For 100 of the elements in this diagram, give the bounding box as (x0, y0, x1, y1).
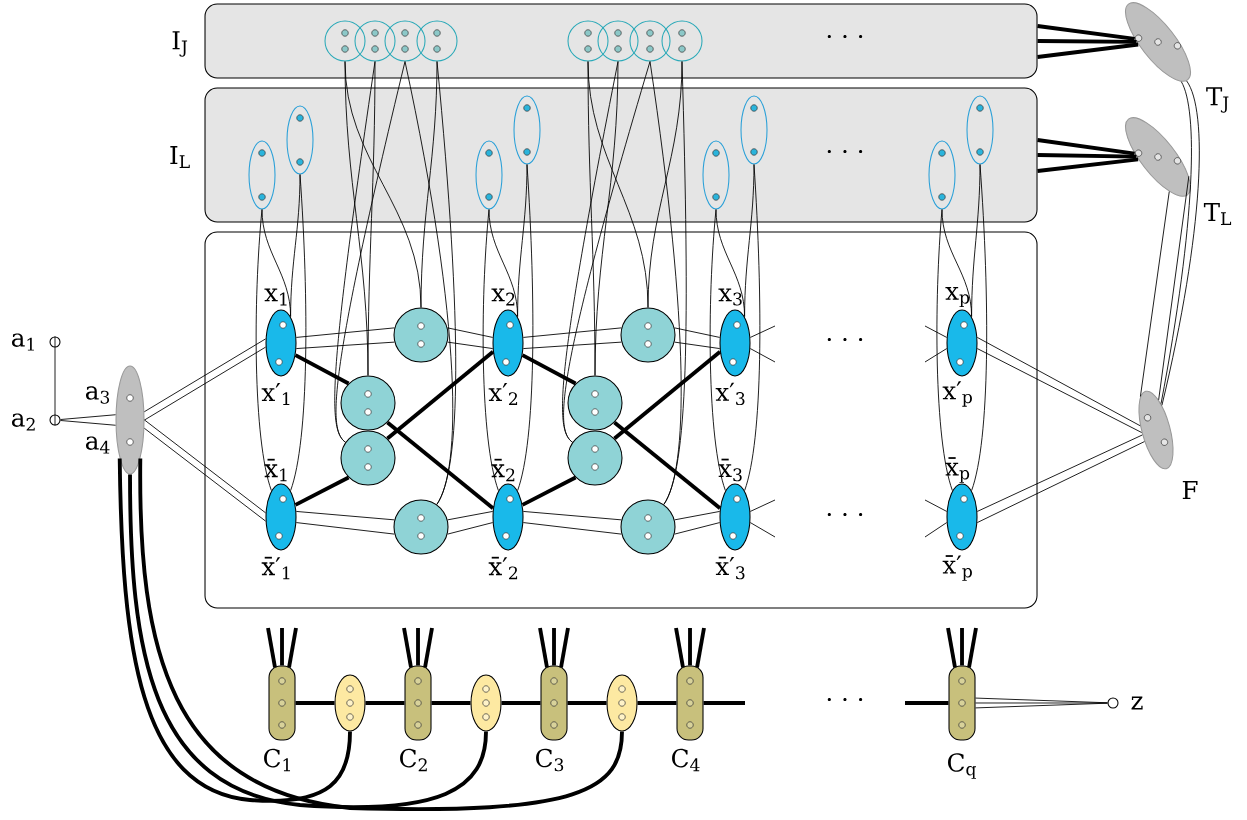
connector-line (522, 341, 622, 349)
vertex-label: a$_{2}$ (11, 413, 35, 431)
vertex-ring (597, 20, 639, 62)
connector-line (1158, 175, 1190, 401)
curved-connector (138, 458, 624, 811)
vertex-ring (629, 20, 671, 62)
ellipsis: · · · (827, 149, 863, 154)
connector-line (613, 350, 722, 441)
curved-connector (563, 61, 651, 443)
vertex-label: x̄′$_{1}$ (261, 556, 290, 580)
connector-line (447, 341, 494, 349)
vertex-label: F (1182, 481, 1198, 499)
connector-line (538, 627, 549, 668)
connector-line (447, 522, 494, 535)
connector-line (447, 511, 494, 521)
vertex-label: z (1131, 696, 1143, 710)
vertex-label: x$_{3}$ (718, 288, 742, 306)
connector-line (703, 701, 745, 705)
connector-line (1037, 24, 1135, 41)
connector-line (924, 522, 948, 538)
connector-line (674, 522, 721, 535)
clause-circle (340, 430, 396, 486)
curved-connector (335, 61, 406, 443)
ellipsis: · · · (827, 512, 863, 517)
connector-line (976, 348, 1143, 433)
connector-line (60, 414, 116, 420)
connector-line (1139, 191, 1170, 397)
vertex-label: T$_{J}$ (1206, 87, 1229, 113)
connector-line (431, 701, 471, 705)
connector-line (976, 434, 1143, 512)
curved-connector (367, 61, 376, 376)
vertex-label: x̄$_{p}$ (945, 457, 970, 483)
connector-line (976, 441, 1145, 523)
vertex-label: a$_{4}$ (85, 436, 110, 454)
connector-line (144, 346, 267, 421)
connector-line (521, 353, 577, 386)
vertex-label: x̄′$_{p}$ (942, 555, 972, 581)
connector-line (924, 325, 948, 338)
vertex-label: C$_{4}$ (672, 748, 700, 772)
vertex-label: x′$_{2}$ (488, 383, 518, 405)
vertex-label: T$_{L}$ (1203, 203, 1232, 225)
vertex-label: C$_{2}$ (400, 748, 427, 772)
curved-connector (255, 209, 272, 492)
vertex-label: x$_{p}$ (945, 286, 970, 308)
connector-line (1037, 42, 1139, 59)
connector-line (386, 350, 495, 441)
connector-line (295, 341, 395, 349)
clause-circle (620, 307, 676, 363)
vertex-label: x$_{2}$ (491, 288, 515, 306)
connector-line (975, 702, 1108, 709)
vertex-ellipse (513, 95, 541, 165)
vertex-ellipse (334, 674, 366, 732)
vertex-ellipse (928, 140, 956, 210)
connector-line (905, 701, 949, 705)
connector-line (749, 348, 776, 363)
connector-line (613, 420, 722, 510)
vertex-label: x̄′$_{3}$ (715, 556, 745, 580)
connector-line (960, 628, 964, 666)
vertex-label: x̄$_{3}$ (718, 458, 742, 482)
ellipsis: · · · (827, 34, 863, 39)
connector-line (674, 327, 721, 338)
connector-line (674, 511, 721, 521)
vertex-ring (384, 20, 426, 62)
vertex-ellipse (702, 140, 730, 210)
connector-line (287, 627, 298, 668)
curved-connector (290, 174, 307, 492)
clause-circle (340, 375, 396, 431)
vertex-label: I$_{J}$ (172, 31, 188, 57)
connector-line (295, 327, 395, 338)
curved-connector (117, 458, 352, 803)
connector-line (386, 420, 495, 510)
vertex-ellipse (740, 95, 768, 165)
vertex-ring (567, 20, 609, 62)
curved-connector (936, 209, 953, 492)
vertex-label: C$_{1}$ (264, 748, 290, 772)
connector-line (416, 628, 420, 666)
curved-connector (517, 164, 528, 318)
connector-line (976, 337, 1141, 427)
vertex-label: x′$_{p}$ (942, 381, 972, 407)
vertex-label: x̄$_{2}$ (491, 458, 515, 482)
curved-connector (744, 164, 761, 492)
curved-connector (709, 209, 726, 492)
vertex-ring (354, 20, 396, 62)
connector-line (695, 627, 706, 668)
curved-connector (647, 61, 683, 308)
curved-connector (128, 474, 488, 809)
curved-connector (436, 61, 457, 505)
curved-connector (420, 61, 438, 308)
connector-line (295, 701, 335, 705)
curved-connector (290, 174, 301, 318)
connector-line (1037, 39, 1137, 44)
vertex-ellipse (470, 674, 502, 732)
connector-line (295, 522, 395, 535)
vertex-label: x̄′$_{2}$ (488, 556, 518, 580)
connector-line (946, 627, 957, 668)
connector-line (143, 338, 267, 413)
connector-line (975, 702, 1108, 704)
connector-line (559, 627, 570, 668)
connector-line (423, 627, 434, 668)
connector-line (1037, 153, 1137, 159)
